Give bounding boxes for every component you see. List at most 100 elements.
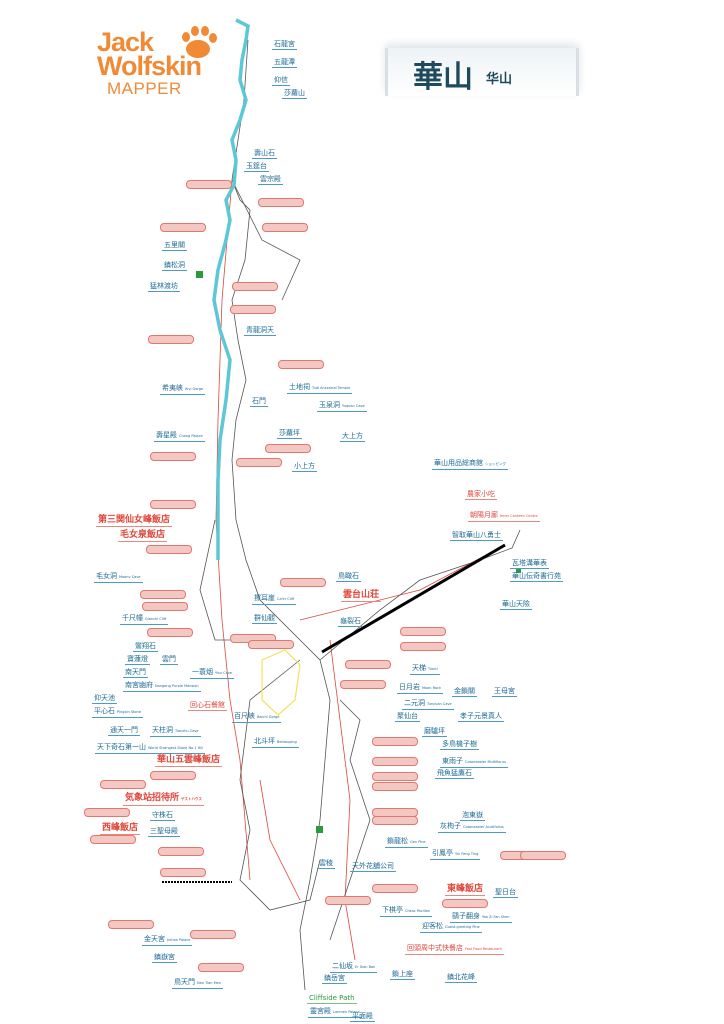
parking-icon bbox=[316, 826, 323, 833]
label-english: Tunyuan Cave bbox=[427, 702, 452, 706]
label-name: 華山用品総商館 bbox=[434, 459, 483, 467]
label-english: Inner Canteen Centre bbox=[500, 514, 538, 518]
label-name: 龜裂石 bbox=[340, 617, 361, 625]
map-label: 雲台山荘 bbox=[341, 590, 382, 602]
map-label: 雲宗殿 bbox=[258, 175, 283, 185]
label-english: Qianchi Cliff bbox=[145, 617, 167, 621]
label-english: Yuquan Cave bbox=[342, 404, 365, 408]
elevation-pill bbox=[148, 335, 194, 344]
title-banner: 華山 华山 bbox=[385, 48, 579, 96]
label-name: 鷂子翻身 bbox=[452, 912, 480, 920]
label-name: 王母宮 bbox=[494, 687, 515, 695]
elevation-pill bbox=[325, 896, 371, 905]
map-label: 東峰飯店 bbox=[445, 884, 486, 896]
label-name: 鳥瞰石 bbox=[338, 572, 359, 580]
elevation-pill bbox=[190, 930, 236, 939]
map-label: 鎮岳宮 bbox=[322, 974, 347, 984]
label-name: 鳥天門 bbox=[174, 978, 195, 986]
elevation-pill bbox=[147, 628, 193, 637]
map-label: 飛魚猛鷹石 bbox=[435, 769, 474, 779]
label-name: 南宮幽府 bbox=[125, 681, 153, 689]
map-label: 鸞翔石 bbox=[133, 642, 158, 652]
map-label: 石龍宮 bbox=[272, 40, 297, 50]
map-label: 仰信 bbox=[272, 76, 290, 86]
label-name: 華山天險 bbox=[502, 600, 530, 608]
label-english: Yisu Cave bbox=[215, 671, 232, 675]
label-english: Cotoneaster Acutifolius bbox=[463, 825, 504, 829]
label-english: Chang Palace bbox=[179, 434, 203, 438]
label-name: 平面殿 bbox=[352, 1012, 373, 1020]
label-name: 回頭周中式快餐店 bbox=[407, 944, 463, 952]
label-name: 回心石餐館 bbox=[190, 701, 225, 709]
label-english: Lanmen Palace bbox=[333, 1010, 360, 1014]
logo-line1: Jack bbox=[97, 27, 154, 57]
label-name: 寶蓮燈 bbox=[127, 655, 148, 663]
label-name: 灰栒子 bbox=[440, 822, 461, 830]
page-subtitle: 华山 bbox=[486, 72, 513, 87]
elevation-pill bbox=[186, 180, 232, 189]
map-label: 鎮松洞 bbox=[162, 261, 187, 271]
label-english: Cotoneaster Multiflorus bbox=[465, 760, 506, 764]
label-english: Beidouping bbox=[277, 740, 297, 744]
map-label: 猛林渡坊 bbox=[148, 282, 180, 292]
label-english: Gen Pine bbox=[410, 840, 426, 844]
elevation-pill bbox=[400, 642, 446, 651]
label-name: 孝子元景真人 bbox=[460, 712, 502, 720]
label-name: 農家小吃 bbox=[467, 490, 495, 498]
elevation-pill bbox=[160, 223, 206, 232]
label-name: 玉筵台 bbox=[246, 162, 267, 170]
label-english: ゲストハウス bbox=[181, 797, 203, 801]
map-label: 平面殿 bbox=[350, 1012, 375, 1022]
label-name: 擦耳崖 bbox=[254, 594, 275, 602]
elevation-pill bbox=[520, 851, 566, 860]
jack-wolfskin-logo: Jack Wolfskin MAPPER bbox=[97, 27, 202, 98]
label-english: Tianzhu Cave bbox=[175, 729, 199, 733]
map-label: 鳥瞰石 bbox=[336, 572, 361, 582]
map-label: 雲門 bbox=[160, 655, 178, 665]
map-label: 石門 bbox=[250, 397, 268, 407]
map-label: 智取華山八勇士 bbox=[450, 531, 503, 541]
logo-line3: MAPPER bbox=[107, 78, 182, 98]
label-name: 金天宮 bbox=[144, 935, 165, 943]
label-english: Yin Feng Ting bbox=[455, 852, 479, 856]
label-english: Nan Tian Men bbox=[197, 981, 221, 985]
map-label: 莎蘿山 bbox=[282, 89, 307, 99]
label-name: 瓦塔溝華表 bbox=[512, 559, 547, 567]
elevation-pill bbox=[142, 602, 188, 611]
map-label: 華山用品総商館ショッピング bbox=[432, 459, 508, 470]
map-label: 壽山石 bbox=[252, 149, 277, 159]
label-name: 群仙觀 bbox=[254, 614, 275, 622]
map-label: 青龍洞天 bbox=[244, 326, 276, 336]
elevation-pill bbox=[140, 590, 186, 599]
label-english: Er Xian Ban bbox=[355, 965, 376, 969]
label-name: 希夷峽 bbox=[162, 384, 183, 392]
elevation-pill bbox=[372, 757, 418, 766]
label-english: Ca'er Cliff bbox=[277, 597, 295, 601]
label-name: 靈宮殿 bbox=[310, 1007, 331, 1015]
elevation-pill bbox=[146, 545, 192, 554]
label-name: 雲稜 bbox=[319, 859, 333, 867]
label-name: 仰信 bbox=[274, 76, 288, 84]
label-name: 南天門 bbox=[125, 668, 146, 676]
elevation-pill bbox=[258, 198, 304, 207]
label-name: 鎮嶽宮 bbox=[154, 953, 175, 961]
label-name: 三聖母殿 bbox=[150, 827, 178, 835]
label-name: 青龍洞天 bbox=[246, 326, 274, 334]
elevation-pill bbox=[236, 458, 282, 467]
label-name: 雲宗殿 bbox=[260, 175, 281, 183]
elevation-pill bbox=[278, 360, 324, 369]
label-english: Pingxin Stone bbox=[117, 710, 141, 714]
label-name: 東峰飯店 bbox=[447, 884, 484, 894]
map-label: Cliffside Path bbox=[307, 994, 357, 1004]
